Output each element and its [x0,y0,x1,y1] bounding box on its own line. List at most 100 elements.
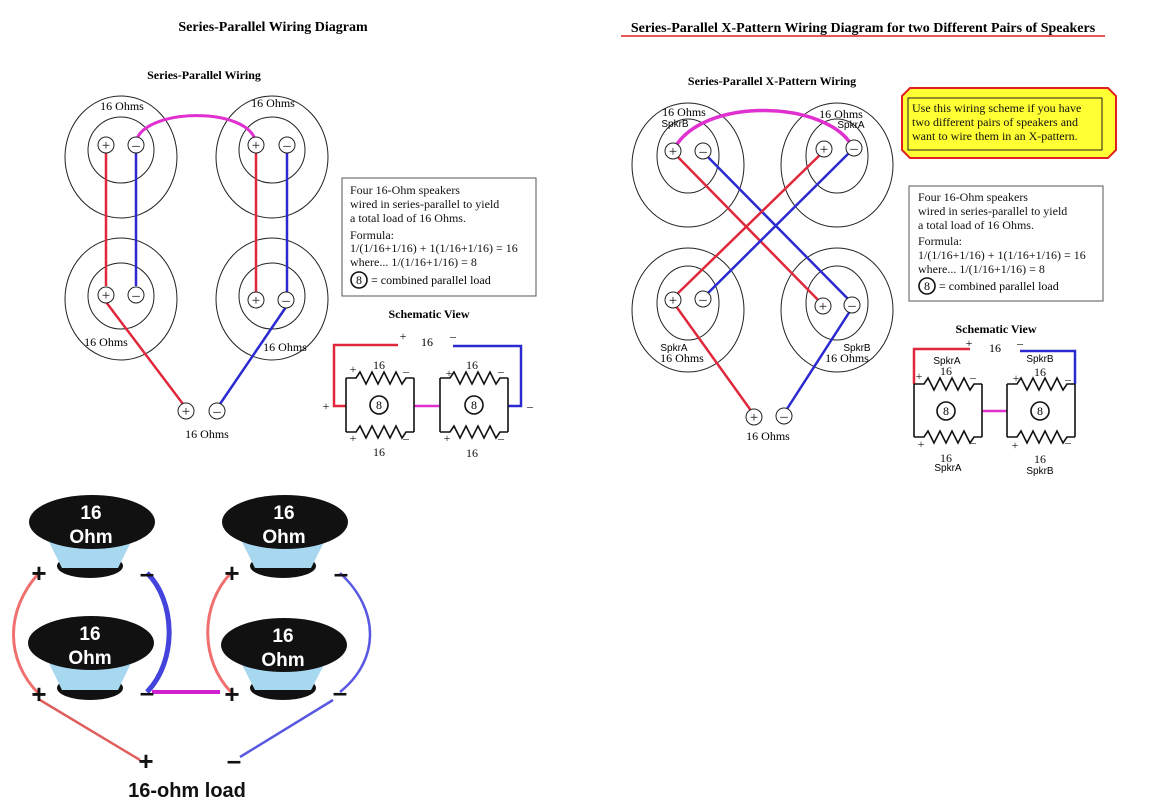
info-line: wired in series-parallel to yield [918,204,1067,218]
info-line: Formula: [350,228,394,242]
parallel-load-symbol [369,395,389,415]
left-title: Series-Parallel Wiring Diagram [178,20,368,35]
minus-sign: – [333,677,347,707]
light-blue-wire [339,572,372,693]
minus-sign: – [849,141,858,157]
plus-terminal [664,142,682,160]
output-label: 16 Ohms [746,429,790,443]
minus-sign: – [212,404,221,420]
left-diagram: Series-Parallel Wiring Diagram Series-Pa… [64,20,537,460]
schematic-plus: + [323,399,330,413]
minus-sign: – [282,138,291,154]
schematic-plus: + [1013,371,1020,385]
minus-terminal [127,136,145,154]
minus-sign: – [131,138,140,154]
resistor-value: 16 [1034,452,1046,466]
resistor [914,429,982,445]
schematic-plus: + [918,437,925,451]
schematic-minus: – [1064,435,1072,449]
red-wire [672,150,825,299]
resistor-value: 16 [940,451,952,465]
note-line: want to wire them in an X-pattern. [912,129,1078,143]
plus-sign: + [182,404,190,420]
plus-terminal [247,291,265,309]
schematic-speaker-name: SpkrB [1026,466,1054,477]
info-box [341,177,537,297]
schematic-minus: – [969,435,977,449]
schematic-minus: – [449,329,457,343]
speaker-label: 16 Ohms [84,335,128,349]
minus-terminal [277,291,295,309]
resistor-value: 16 [466,446,478,460]
left-subtitle: Series-Parallel Wiring [147,68,261,82]
right-diagram: Series-Parallel X-Pattern Wiring Diagram… [621,21,1117,477]
speaker-icon: 16 Ohm [28,616,154,700]
right-subtitle: Series-Parallel X-Pattern Wiring [688,74,856,88]
parallel-load-value: 8 [376,398,382,412]
schematic-speaker-name: SpkrB [1026,354,1054,365]
schematic-minus: – [1064,372,1072,386]
speaker-unit: Ohm [262,527,305,548]
speaker-unit: Ohm [68,648,111,669]
resistor [1007,376,1075,392]
note-line: Use this wiring scheme if you have [912,101,1081,115]
minus-sign: – [140,677,154,707]
blue-wire [783,307,854,413]
schematic-minus: – [526,399,534,413]
resistor [346,424,414,440]
speaker-outer [215,237,329,361]
speaker-ohms: 16 Ohms [819,107,863,121]
speaker-unit: Ohm [261,650,304,671]
minus-sign: – [698,292,707,308]
info-line: where... 1/(1/16+1/16) = 8 [350,255,477,269]
info-line: Formula: [918,234,962,248]
schematic-title: Schematic View [956,322,1037,336]
info-line: Four 16-Ohm speakers [918,190,1028,204]
schematic-plus: + [400,329,407,343]
speaker-icon: 16 Ohm [221,618,347,700]
minus-sign: – [334,558,348,588]
schematic-total: 16 [989,341,1001,355]
light-red-wire [206,571,233,694]
schematic-plus: + [1012,438,1019,452]
resistor [1007,429,1075,445]
schematic-title: Schematic View [389,307,470,321]
plus-sign: + [31,679,46,709]
output-label: 16 Ohms [185,427,229,441]
schematic-red-wire [332,343,398,408]
minus-sign: – [779,409,788,425]
info-line: a total load of 16 Ohms. [918,218,1034,232]
speaker-label: 16 Ohms [100,99,144,113]
speaker-outer [780,247,894,373]
parallel-load-symbol [936,401,956,421]
info-line: where... 1/(1/16+1/16) = 8 [918,262,1045,276]
schematic-plus: + [446,366,453,380]
red-wire [671,301,754,413]
schematic-red-wire [912,347,970,384]
parallel-load-value: 8 [1037,404,1043,418]
note-inner-frame [907,97,1103,151]
schematic-minus: – [402,431,410,445]
magenta-wire [134,114,258,144]
red-wire [672,151,824,306]
info-box [908,185,1104,302]
schematic-speaker-name: SpkrA [934,463,962,474]
speaker-inner [656,118,720,194]
parallel-load-value: 8 [943,404,949,418]
minus-sign: – [698,144,707,160]
resistor-value: 16 [466,358,478,372]
combined-label: = combined parallel load [371,273,491,287]
speaker-value: 16 [80,503,101,524]
resistor-value: 16 [1034,365,1046,379]
minus-terminal [845,139,863,157]
speaker-name: SpkrA [837,120,865,131]
parallel-load-symbol [350,271,368,289]
speaker-outer [631,102,745,228]
plus-sign: + [820,142,828,158]
resistor [440,370,508,386]
speaker-outer [64,95,178,219]
plus-sign: + [31,558,46,588]
speaker-icon: 16 Ohm [222,495,348,578]
speaker-label: 16 Ohms [263,340,307,354]
resistor [440,424,508,440]
